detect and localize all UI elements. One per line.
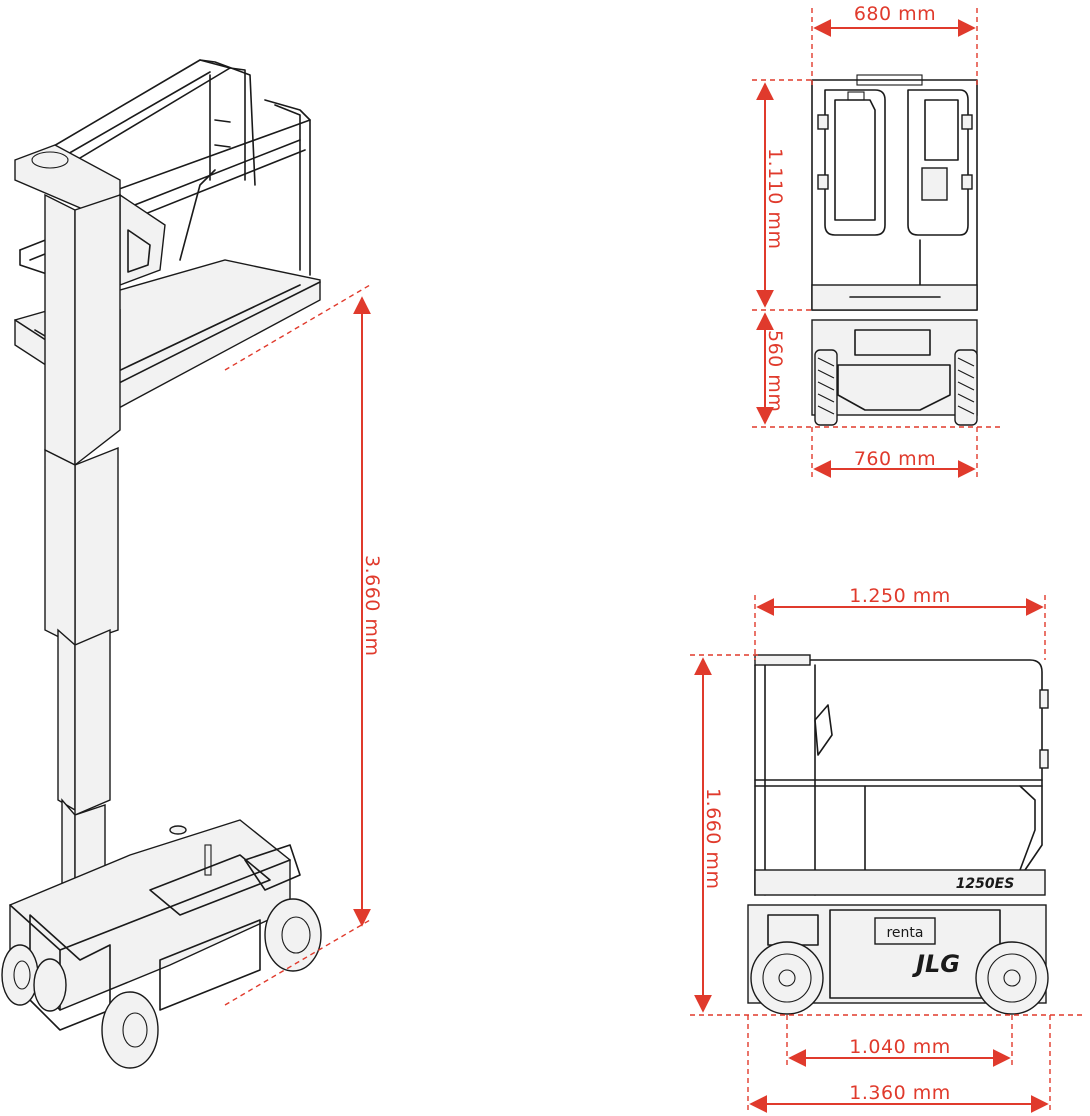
side-lift-view: 1250ES renta JLG [747,654,1049,1015]
label-1250: 1.250 mm [849,585,950,607]
iso-mast [44,193,121,956]
label-3660: 3.660 mm [361,555,383,656]
model-badge: 1250ES [956,876,1015,892]
iso-wheels [1,898,322,1069]
label-1110: 1.110 mm [764,148,786,249]
dim-height-side: 1.660 mm [690,654,1085,1016]
dim-wheelbase-side: 1.040 mm [786,1015,1013,1068]
isometric-lift-view [1,59,322,1069]
dim-total-height-iso: 3.660 mm [224,284,383,1006]
rental-badge [874,917,936,945]
dim-overall-length-side: 1.360 mm [747,1015,1051,1113]
jlg-logo: JLG [912,950,960,978]
label-1660: 1.660 mm [702,788,724,889]
iso-chassis [9,819,301,1031]
iso-control-box [14,144,166,376]
label-560: 560 mm [764,330,786,412]
label-1040: 1.040 mm [849,1036,950,1058]
side-wheels [750,941,1049,1015]
label-1360: 1.360 mm [849,1082,950,1104]
dim-platform-height-front: 1.110 mm [752,79,815,311]
dim-base-height-front: 560 mm [752,312,1002,428]
iso-platform-basket [19,59,311,351]
dim-width-front-top: 680 mm [811,3,978,85]
side-platform: 1250ES [754,654,1049,896]
dim-width-front-bottom: 760 mm [811,427,978,478]
dim-platform-length-side: 1.250 mm [754,585,1046,660]
label-760: 760 mm [854,448,936,470]
rental-badge-text: renta [886,925,923,941]
label-680: 680 mm [854,3,936,25]
front-lift-view [811,74,978,426]
front-base [811,319,978,426]
front-platform [811,74,978,311]
